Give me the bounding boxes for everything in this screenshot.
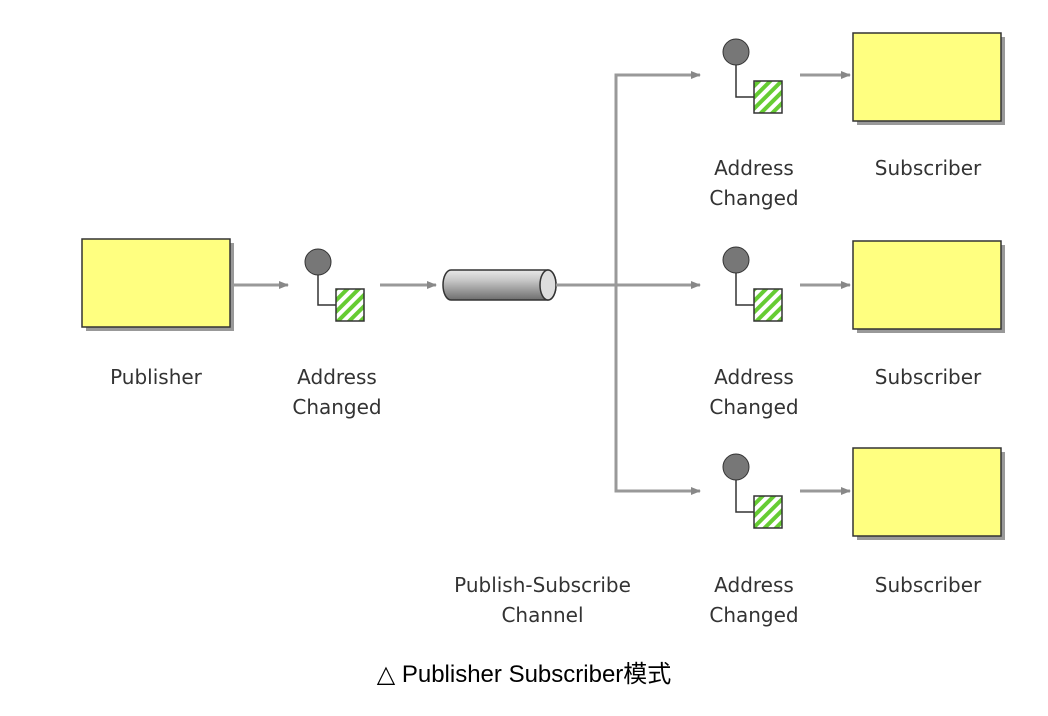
channel-pipe-icon xyxy=(442,269,557,301)
publisher-label: Publisher xyxy=(82,362,230,392)
fanout-connectors xyxy=(556,71,701,495)
subscriber-box xyxy=(852,240,1005,333)
message-icon xyxy=(304,248,365,322)
channel-label-line1: Publish-Subscribe xyxy=(454,573,631,597)
subscriber-label-text: Subscriber xyxy=(874,156,982,180)
channel-label: Publish-Subscribe Channel xyxy=(430,570,655,630)
subscriber-message-label-line1: Address xyxy=(714,573,794,597)
publisher-label-text: Publisher xyxy=(110,365,202,389)
message-icon xyxy=(722,38,783,114)
subscriber-message-label-line2: Changed xyxy=(709,395,799,419)
message-icon xyxy=(722,453,783,529)
message-label-line2: Changed xyxy=(292,395,382,419)
channel-label-line2: Channel xyxy=(501,603,584,627)
subscriber-message-label: Address Changed xyxy=(679,570,829,630)
subscriber-message-label-line2: Changed xyxy=(709,603,799,627)
message-label: Address Changed xyxy=(262,362,412,422)
subscriber-label-text: Subscriber xyxy=(874,573,982,597)
subscriber-message-label: Address Changed xyxy=(679,362,829,422)
subscriber-box xyxy=(852,447,1005,540)
subscriber-label: Subscriber xyxy=(853,570,1003,600)
subscriber-message-label: Address Changed xyxy=(679,153,829,213)
subscriber-message-label-line1: Address xyxy=(714,365,794,389)
figure-caption: △ Publisher Subscriber模式 xyxy=(376,661,672,688)
subscriber-label: Subscriber xyxy=(853,362,1003,392)
message-icon xyxy=(722,246,783,322)
publisher-box xyxy=(81,238,234,331)
subscriber-message-label-line2: Changed xyxy=(709,186,799,210)
subscriber-box xyxy=(852,32,1005,125)
message-label-line1: Address xyxy=(297,365,377,389)
subscriber-message-label-line1: Address xyxy=(714,156,794,180)
subscriber-label-text: Subscriber xyxy=(874,365,982,389)
subscriber-label: Subscriber xyxy=(853,153,1003,183)
connectors-message-to-subscriber xyxy=(800,71,851,495)
